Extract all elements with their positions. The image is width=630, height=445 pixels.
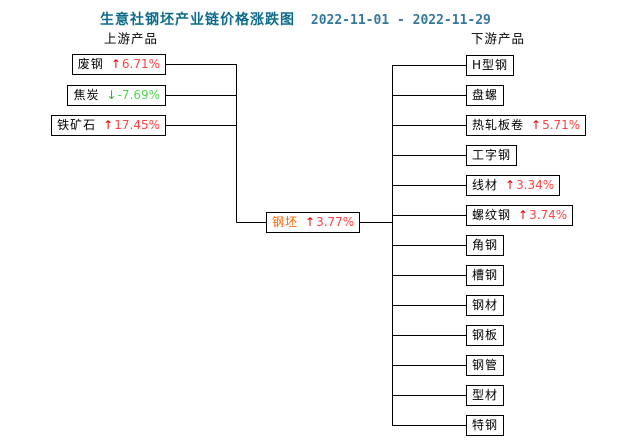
product-label: 螺纹钢 <box>472 208 512 222</box>
downstream-node-h-beam[interactable]: H型钢 <box>466 55 515 76</box>
product-label: H型钢 <box>472 58 509 72</box>
upstream-connectors <box>150 64 295 223</box>
downstream-node-hot-rolled-coil[interactable]: 热轧板卷 ↑5.71% <box>466 115 587 136</box>
downstream-node-steel-pipe[interactable]: 钢管 <box>466 355 505 376</box>
upstream-node-iron-ore[interactable]: 铁矿石 ↑17.45% <box>51 115 166 136</box>
product-label: 热轧板卷 <box>472 118 525 132</box>
change-percent: 3.34% <box>516 178 555 192</box>
change-percent: 17.45% <box>114 118 160 132</box>
change-percent: 3.74% <box>529 208 568 222</box>
title-text: 生意社钢坯产业链价格涨跌图 <box>100 12 295 28</box>
downstream-node-coiled-rebar[interactable]: 盘螺 <box>466 85 505 106</box>
upstream-header: 上游产品 <box>104 31 159 46</box>
product-label: 铁矿石 <box>57 118 97 132</box>
core-to-downstream-connector <box>338 65 393 426</box>
downstream-connectors <box>392 65 485 426</box>
downstream-node-section-steel[interactable]: 型材 <box>466 385 505 406</box>
change-percent: 6.71% <box>121 57 160 71</box>
page-title: 生意社钢坯产业链价格涨跌图 2022-11-01 - 2022-11-29 <box>100 9 491 29</box>
product-label: 钢材 <box>472 298 499 312</box>
downstream-node-steel-plate[interactable]: 钢板 <box>466 325 505 346</box>
downstream-header: 下游产品 <box>471 31 526 46</box>
downstream-node-angle-steel[interactable]: 角钢 <box>466 235 505 256</box>
product-label: 焦炭 <box>73 88 100 102</box>
product-label: 盘螺 <box>472 88 499 102</box>
downstream-node-i-beam[interactable]: 工字钢 <box>466 145 518 166</box>
core-node-steel-billet[interactable]: 钢坯 ↑3.77% <box>266 212 361 233</box>
product-label: 钢管 <box>472 358 499 372</box>
upstream-node-coke[interactable]: 焦炭 ↓-7.69% <box>67 85 166 106</box>
title-date-range: 2022-11-01 - 2022-11-29 <box>310 13 491 28</box>
up-arrow-icon: ↑ <box>531 118 542 132</box>
change-percent: -7.69% <box>117 88 160 102</box>
product-label: 槽钢 <box>472 268 499 282</box>
upstream-node-scrap-steel[interactable]: 废钢 ↑6.71% <box>71 54 166 75</box>
product-label: 工字钢 <box>472 148 512 162</box>
up-arrow-icon: ↑ <box>110 57 121 71</box>
product-label: 角钢 <box>472 238 499 252</box>
product-label: 废钢 <box>77 57 104 71</box>
product-label: 钢板 <box>472 328 499 342</box>
downstream-node-steel-products[interactable]: 钢材 <box>466 295 505 316</box>
up-arrow-icon: ↑ <box>505 178 516 192</box>
product-label: 型材 <box>472 388 499 402</box>
up-arrow-icon: ↑ <box>518 208 529 222</box>
product-label: 线材 <box>472 178 499 192</box>
up-arrow-icon: ↑ <box>305 215 316 229</box>
change-percent: 5.71% <box>542 118 581 132</box>
product-label: 特钢 <box>472 418 499 432</box>
product-label: 钢坯 <box>272 215 299 229</box>
downstream-node-channel-steel[interactable]: 槽钢 <box>466 265 505 286</box>
downstream-node-wire-rod[interactable]: 线材 ↑3.34% <box>466 175 561 196</box>
downstream-node-special-steel[interactable]: 特钢 <box>466 415 505 436</box>
up-arrow-icon: ↑ <box>103 118 114 132</box>
down-arrow-icon: ↓ <box>106 88 117 102</box>
downstream-node-rebar[interactable]: 螺纹钢 ↑3.74% <box>466 205 574 226</box>
change-percent: 3.77% <box>316 215 355 229</box>
